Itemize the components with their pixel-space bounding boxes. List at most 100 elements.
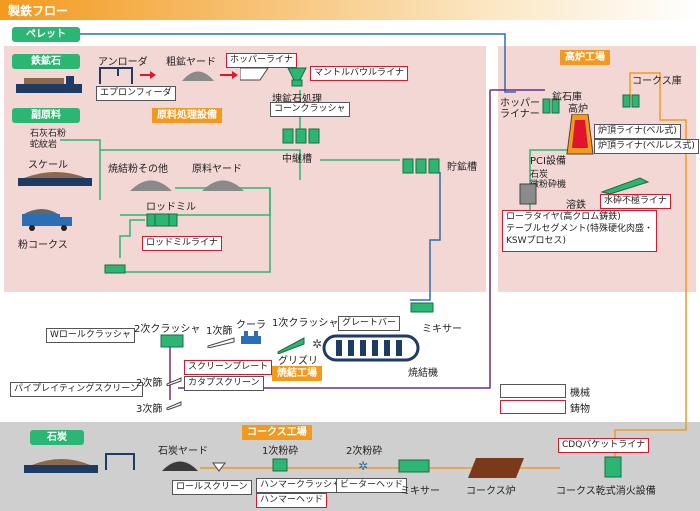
svg-text:✲: ✲ [312,337,322,351]
legend-machine-label: 機械 [570,388,590,399]
cataps-screen-box: カタプスクリーン [184,376,264,391]
screen-2-icon [166,376,182,389]
cdq-liner-box: CDQバケットライナ [558,438,650,453]
svg-text:✲: ✲ [358,459,368,473]
coke-mixer-icon [398,458,432,477]
raw-yard-pile-icon [200,172,246,195]
grizzly-label: グリズリ [278,356,318,367]
mantle-bowl-liner-box: マントルバウルライナ [310,66,408,81]
molten-iron-label: 溶鉄 [566,200,586,211]
hopper-liner-label: ホッパーライナー [500,98,540,120]
hammer-head-box: ハンマーヘッド [256,493,328,508]
coal-mill-label: 石炭微粉砕機 [530,170,567,190]
ore-storage-icon [402,158,450,179]
top-liner-bellless-box: 炉頂ライナ(ベルレス式) [594,139,699,154]
page-title: 製鉄フロー [8,4,69,18]
cdq-label: コークス乾式消火設備 [556,486,656,497]
coal-mill-icon [518,182,540,211]
ore-bin-label: 鉱石庫 [552,92,582,103]
coke-storage-icon [622,94,642,113]
tag-blast-furnace-plant: 高炉工場 [560,50,610,65]
tag-sinter-plant: 焼結工場 [272,366,322,381]
tag-coal: 石炭 [30,430,84,445]
ship-icon [14,72,86,99]
ore-pile-icon [180,64,216,85]
primary-crusher-label: 1次クラッシャ [272,318,339,329]
coke-oven-icon [466,456,526,483]
primary-screen-icon [206,336,236,351]
coke-powder-label: 粉コークス [18,240,68,251]
beater-head-box: ビーターヘッド [336,478,408,493]
screen-plate-box: スクリーンプレート [184,360,273,375]
blast-furnace-label: 高炉 [568,104,588,115]
limestone-label: 石灰石粉 [30,129,67,139]
screen-3-icon [166,400,182,413]
coke-storage-label: コークス庫 [632,76,682,87]
secondary-screen-label: 2次篩 [136,378,163,389]
water-granulation-box: 水砕不極ライナ [600,194,671,209]
truck-icon [20,208,76,235]
sinter-mixer-icon [410,302,436,317]
secondary-grind-label: 2次粉砕 [346,446,383,457]
sinter-powder-label: 焼結粉その他 [108,164,168,175]
apron-feeder-box: エプロンフィーダ [96,86,176,101]
coke-plant-panel [0,422,700,511]
coal-yard-label: 石炭ヤード [158,446,208,457]
primary-screen-label: 1次篩 [206,326,233,337]
primary-crusher-icon: ✲ [310,336,326,355]
coal-ship-icon [22,454,102,479]
w-roll-crusher-box: Wロールクラッシャ [46,328,135,343]
title-bar: 製鉄フロー [0,0,700,20]
secondary-crusher-label: 2次クラッシャ [134,324,201,335]
bf-hopper-icon [542,98,562,119]
tag-iron-ore: 鉄鉱石 [12,54,80,69]
coal-unloader-icon [104,450,138,475]
grate-bar-box: グレートバー [338,316,401,331]
hopper-icon [239,66,270,85]
crusher-icon-1 [286,66,308,91]
roll-screen-icon [212,462,226,475]
tag-sub-material: 副原料 [12,108,80,123]
rod-mill-label: ロッドミル [146,202,196,213]
primary-grind-label: 1次粉砕 [262,446,299,457]
hammer-crusher-box: ハンマークラッシャ [256,478,346,493]
mixer2-label: ミキサー [400,486,440,497]
roll-screen-box: ロールスクリーン [172,480,252,495]
cone-crusher-box: コーンクラッシャ [270,102,350,117]
lump-ore-label: 塊鉱石処理 [272,94,322,105]
top-liner-bell-box: 炉頂ライナ(ベル式) [594,124,681,139]
relay-tank-icon [282,128,322,149]
slag-trough-icon [600,176,650,197]
secondary-grind-icon: ✲ [356,458,374,477]
legend-machine-swatch [500,384,566,398]
scale-label: スケール [28,160,68,171]
ore-storage-label: 貯鉱槽 [447,162,477,173]
tag-coke-plant: コークス工場 [242,425,312,440]
rod-mill-liner-box: ロッドミルライナ [142,236,222,251]
coke-oven-label: コークス炉 [466,486,516,497]
unloader-label: アンローダ [98,57,148,68]
tag-pellet: ペレット [12,27,80,42]
cdq-icon [602,456,624,481]
sinter-machine-icon [322,332,422,369]
pci-label: PCI設備 [530,156,566,167]
rod-mill-icon [146,212,180,231]
secondary-crusher-icon [160,334,186,353]
cooler-icon [240,330,264,349]
feeder-icon [104,264,128,279]
tag-raw-processing: 原料処理設備 [152,108,222,123]
raw-yard-label: 原料ヤード [192,164,242,175]
serpentine-label: 蛇紋岩 [30,140,58,150]
relay-tank-label: 中継槽 [282,154,312,165]
sinter-machine-label: 焼結機 [408,368,438,379]
unloader-icon [98,64,134,89]
cooler-label: クーラ [236,320,266,331]
legend-casting-label: 鋳物 [570,404,590,415]
primary-grind-icon [272,458,290,477]
coarse-yard-label: 粗鉱ヤード [166,57,216,68]
scale-ship-icon [16,168,96,191]
roller-tire-box: ローラタイヤ(高クロム鋳鉄) テーブルセグメント(特殊硬化肉盛・ KSWプロセス… [502,210,657,252]
grizzly-icon [276,334,306,357]
coal-pile-icon [160,454,200,475]
blast-furnace-icon [566,113,594,163]
